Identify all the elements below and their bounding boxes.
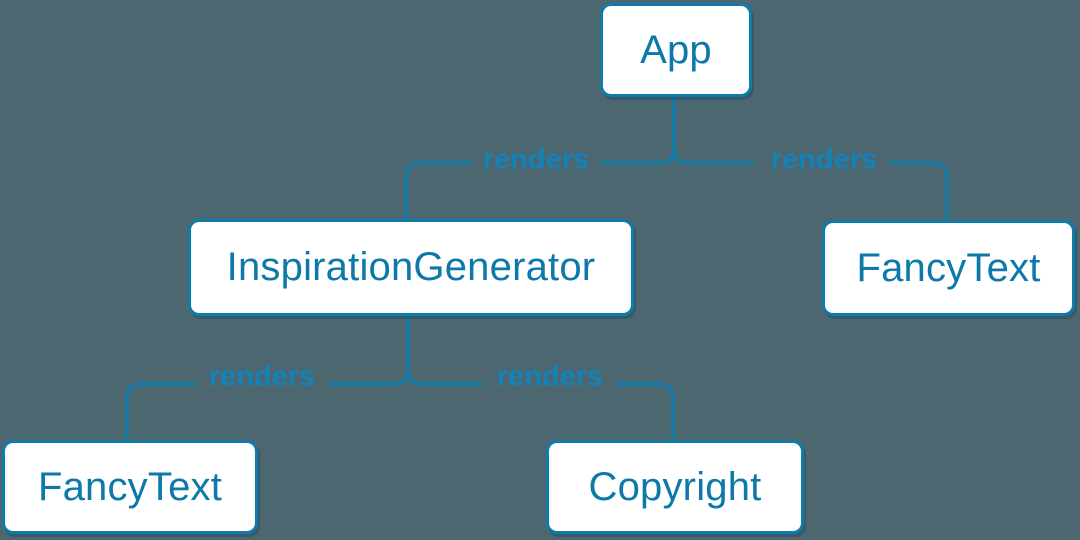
edge-inspirationgenerator-fancytext	[125, 382, 196, 440]
edge-app-fancytext	[672, 148, 754, 165]
tree-node-copyright: Copyright	[546, 440, 804, 534]
edge-label-renders: renders	[770, 143, 878, 176]
node-label: InspirationGenerator	[226, 245, 596, 289]
edge-app-inspirationgenerator	[601, 148, 676, 165]
tree-node-inspirationgenerator: InspirationGenerator	[188, 219, 634, 316]
edge-label-renders: renders	[208, 360, 316, 393]
tree-node-fancytext-bottom: FancyText	[2, 440, 258, 534]
node-label: App	[640, 27, 712, 72]
edge-inspirationgenerator-copyright	[616, 382, 675, 440]
edge-inspirationgenerator-fancytext	[330, 369, 410, 386]
edge-inspirationgenerator-copyright	[406, 369, 483, 386]
node-label: FancyText	[856, 245, 1041, 290]
node-label: FancyText	[37, 464, 223, 509]
node-label: Copyright	[588, 464, 762, 509]
edge-label-renders: renders	[496, 360, 604, 393]
edge-label-renders: renders	[482, 143, 590, 176]
tree-node-fancytext-top: FancyText	[822, 220, 1075, 316]
edge-app-fancytext	[890, 161, 949, 220]
edge-app-inspirationgenerator	[404, 161, 472, 219]
tree-node-app: App	[600, 3, 752, 97]
